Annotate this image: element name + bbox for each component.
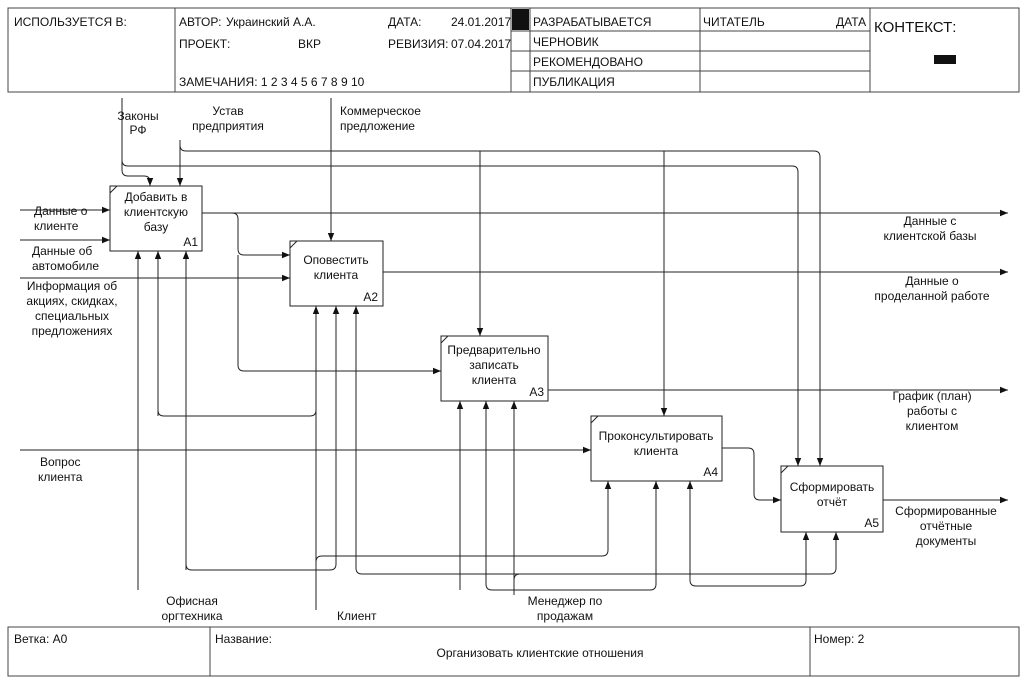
context-label: КОНТЕКСТ: — [874, 19, 956, 36]
arrow-a4-a5 — [722, 447, 781, 504]
context-marker — [934, 55, 956, 64]
arrows — [20, 98, 1008, 610]
project-label: ПРОЕКТ: — [179, 37, 230, 51]
label-offer-2: предложение — [340, 119, 415, 133]
label-offer-1: Коммерческое — [340, 104, 421, 118]
label-question-1: Вопрос — [40, 455, 81, 469]
reader-date-label: ДАТА — [836, 15, 866, 29]
label-car-data-2: автомобиле — [32, 259, 99, 273]
box-a3-code: A3 — [529, 385, 544, 399]
box-a1-line-2: клиентскую — [124, 205, 188, 219]
label-office-2: оргтехника — [161, 609, 222, 623]
status-publication: ПУБЛИКАЦИЯ — [533, 75, 615, 89]
arrow-charter-branch — [179, 144, 821, 158]
label-manager-2: продажам — [537, 609, 593, 623]
author-value: Украинский А.А. — [226, 15, 316, 29]
box-a2-line-2: клиента — [314, 268, 359, 282]
box-a1-line-1: Добавить в — [125, 190, 188, 204]
arrow-manager-stub — [513, 573, 521, 581]
label-promo-4: предложениях — [32, 324, 113, 338]
label-work-data-2: проделанной работе — [874, 289, 989, 303]
box-a5-line-1: Сформировать — [790, 480, 875, 494]
box-a4-line-1: Проконсультировать — [599, 429, 714, 443]
label-manager-1: Менеджер по — [528, 594, 603, 608]
reader-label: ЧИТАТЕЛЬ — [703, 15, 765, 29]
box-a1-line-3: базу — [144, 220, 169, 234]
label-client-data-1: Данные о — [34, 204, 88, 218]
arrow-laws-a1 — [121, 98, 154, 186]
label-promo-1: Информация об — [27, 279, 117, 293]
arrow-client-branch — [315, 549, 609, 563]
diagram-number: Номер: 2 — [814, 632, 865, 646]
revision-value: 07.04.2017 — [451, 37, 511, 51]
label-promo-3: специальных — [35, 309, 109, 323]
box-a5-line-2: отчёт — [817, 495, 848, 509]
project-value: ВКР — [298, 37, 321, 51]
date-label: ДАТА: — [388, 15, 421, 29]
notes: ЗАМЕЧАНИЯ: 1 2 3 4 5 6 7 8 9 10 — [179, 75, 365, 89]
label-laws-1: Законы — [117, 109, 158, 123]
status-marker — [512, 9, 529, 30]
arrow-labels: Законы РФ Устав предприятия Коммерческое… — [26, 104, 997, 623]
date-value: 24.01.2017 — [451, 15, 511, 29]
box-a3[interactable]: Предварительно записать клиента A3 — [440, 335, 549, 402]
revision-label: РЕВИЗИЯ: — [388, 37, 449, 51]
arrow-manager-a1-loop — [185, 563, 337, 571]
diagram-title: Организовать клиентские отношения — [437, 646, 644, 660]
used-in-label: ИСПОЛЬЗУЕТСЯ В: — [14, 15, 127, 29]
label-question-2: клиента — [38, 470, 83, 484]
box-a2-code: A2 — [363, 290, 378, 304]
label-promo-2: акциях, скидках, — [26, 294, 117, 308]
label-db-data-1: Данные с — [904, 214, 957, 228]
label-client-data-2: клиенте — [34, 219, 79, 233]
box-a4-code: A4 — [703, 465, 718, 479]
arrow-manager-bus — [355, 567, 837, 575]
label-client: Клиент — [337, 609, 377, 623]
arrow-client-a1-loop — [157, 409, 317, 417]
arrow-mech-a5-bus — [689, 579, 807, 587]
arrow-laws-branch — [121, 159, 799, 173]
box-a5[interactable]: Сформировать отчёт A5 — [780, 465, 884, 533]
footer-frame — [7, 626, 1020, 677]
author-label: АВТОР: — [179, 15, 221, 29]
box-a1-code: A1 — [183, 235, 198, 249]
arrow-a1-a2 — [231, 212, 290, 259]
box-a3-line-1: Предварительно — [447, 343, 541, 357]
label-schedule-2: работы с — [907, 404, 957, 418]
label-office-1: Офисная — [166, 594, 218, 608]
label-db-data-2: клиентской базы — [883, 229, 976, 243]
title-label: Название: — [215, 632, 272, 646]
label-charter-1: Устав — [212, 104, 243, 118]
box-a2-line-1: Оповестить — [303, 253, 368, 267]
label-work-data-1: Данные о — [905, 274, 959, 288]
status-draft: ЧЕРНОВИК — [533, 35, 599, 49]
label-car-data-1: Данные об — [32, 244, 92, 258]
box-a1[interactable]: Добавить в клиентскую базу A1 — [109, 185, 203, 252]
box-a3-line-3: клиента — [472, 373, 517, 387]
label-laws-2: РФ — [130, 123, 147, 137]
label-schedule-1: График (план) — [892, 389, 971, 403]
header-frame — [7, 7, 1020, 93]
status-recommended: РЕКОМЕНДОВАНО — [533, 55, 643, 69]
label-documents-3: документы — [916, 534, 977, 548]
node-label: Ветка: А0 — [14, 632, 68, 646]
label-schedule-3: клиентом — [906, 419, 959, 433]
box-a5-code: A5 — [864, 516, 879, 530]
header-text: ИСПОЛЬЗУЕТСЯ В: АВТОР: Украинский А.А. П… — [14, 15, 956, 89]
box-a4-line-2: клиента — [634, 444, 679, 458]
box-a3-line-2: записать — [469, 358, 519, 372]
label-documents-2: отчётные — [920, 519, 973, 533]
footer-text: Ветка: А0 Название: Организовать клиентс… — [14, 632, 865, 660]
box-a2[interactable]: Оповестить клиента A2 — [289, 240, 384, 307]
box-a4[interactable]: Проконсультировать клиента A4 — [590, 415, 723, 482]
status-dev: РАЗРАБАТЫВАЕТСЯ — [533, 15, 651, 29]
arrow-a1-a3 — [237, 255, 441, 375]
label-charter-2: предприятия — [192, 119, 264, 133]
arrow-mech-a4-bus — [485, 583, 657, 591]
label-documents-1: Сформированные — [895, 504, 997, 518]
